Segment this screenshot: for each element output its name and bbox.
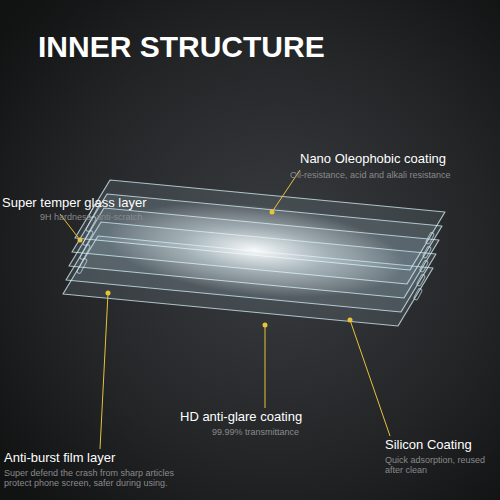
button-hole [425, 232, 434, 244]
leader-lines [60, 170, 390, 449]
layer-name: Super temper glass layer [2, 196, 147, 211]
layer-name: HD anti-glare coating [180, 410, 302, 425]
layer-name: Silicon Coating [385, 438, 472, 453]
layer-description: Quick adsorption, reused after clean [385, 455, 495, 476]
leader-dots [78, 210, 353, 328]
layer-name: Anti-burst film layer [4, 451, 115, 466]
layer-description: Super defend the crash from sharp articl… [4, 468, 194, 489]
title: INNER STRUCTURE [38, 30, 325, 65]
layer-description: 99.99% transmittance [212, 427, 299, 437]
layer-description: Oil-resistance, acid and alkali resistan… [290, 170, 451, 180]
layer-description: 9H hardness, anti-scratch [40, 212, 143, 222]
light-glow [101, 190, 409, 311]
layer-name: Nano Oleophobic coating [300, 152, 446, 167]
